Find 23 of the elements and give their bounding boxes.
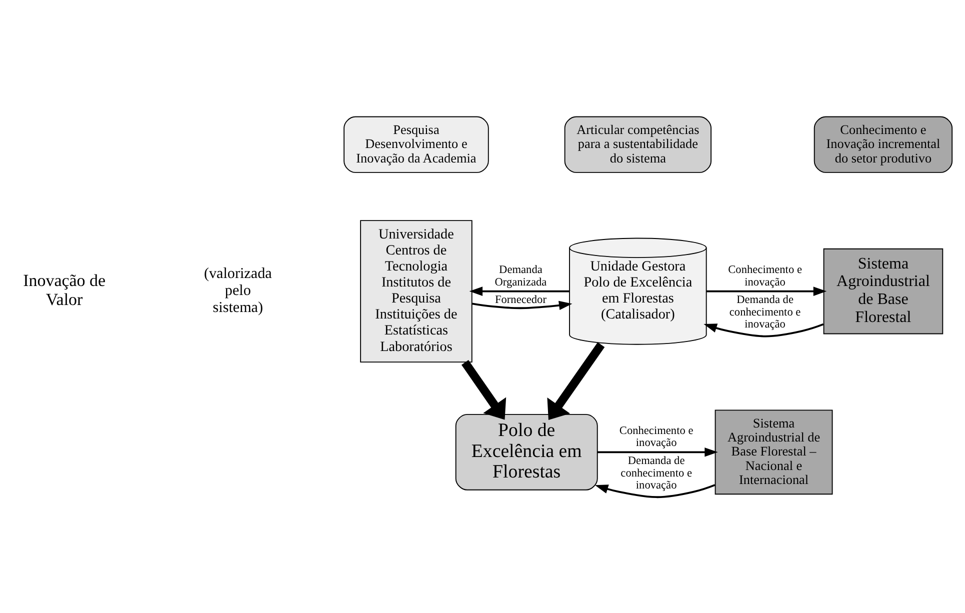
node-box: Conhecimento e Inovação incremental do setor produtivo [814,116,953,172]
arrow [469,286,570,296]
edge-label: Conhecimento e inovação [619,424,694,449]
arrow [461,360,506,420]
arrow [472,300,572,310]
arrow [547,342,605,420]
edge-label: Demanda Organizada [494,264,547,288]
edge-label: Demanda de conhecimento e inovação [620,454,692,492]
arrow [597,447,718,456]
label: (valorizada pelo sistema) [204,265,272,316]
edge-label: Conhecimento e inovação [728,264,802,288]
node-box: Sistema Agroindustrial de Base Florestal [823,248,944,334]
arrow [594,484,716,498]
arrow [706,286,827,296]
node-box: Articular competências para a sustentabilidade do sistema [564,116,712,172]
edge-label: Fornecedor [494,294,546,306]
arrow [704,322,824,337]
node-box: Pesquisa Desenvolvimento e Inovação da Academia [344,116,489,172]
node-box: Universidade Centros de Tecnologia Institutos de Pesquisa Instituições de Estatísticas Laboratórios [360,220,472,362]
label: Inovação de Valor [23,270,106,308]
node-box: Sistema Agroindustrial de Base Florestal – Nacional e Internacional [714,409,833,494]
node-box: Polo de Excelência em Florestas [455,413,598,490]
edge-label: Demanda de conhecimento e inovação [729,294,801,330]
